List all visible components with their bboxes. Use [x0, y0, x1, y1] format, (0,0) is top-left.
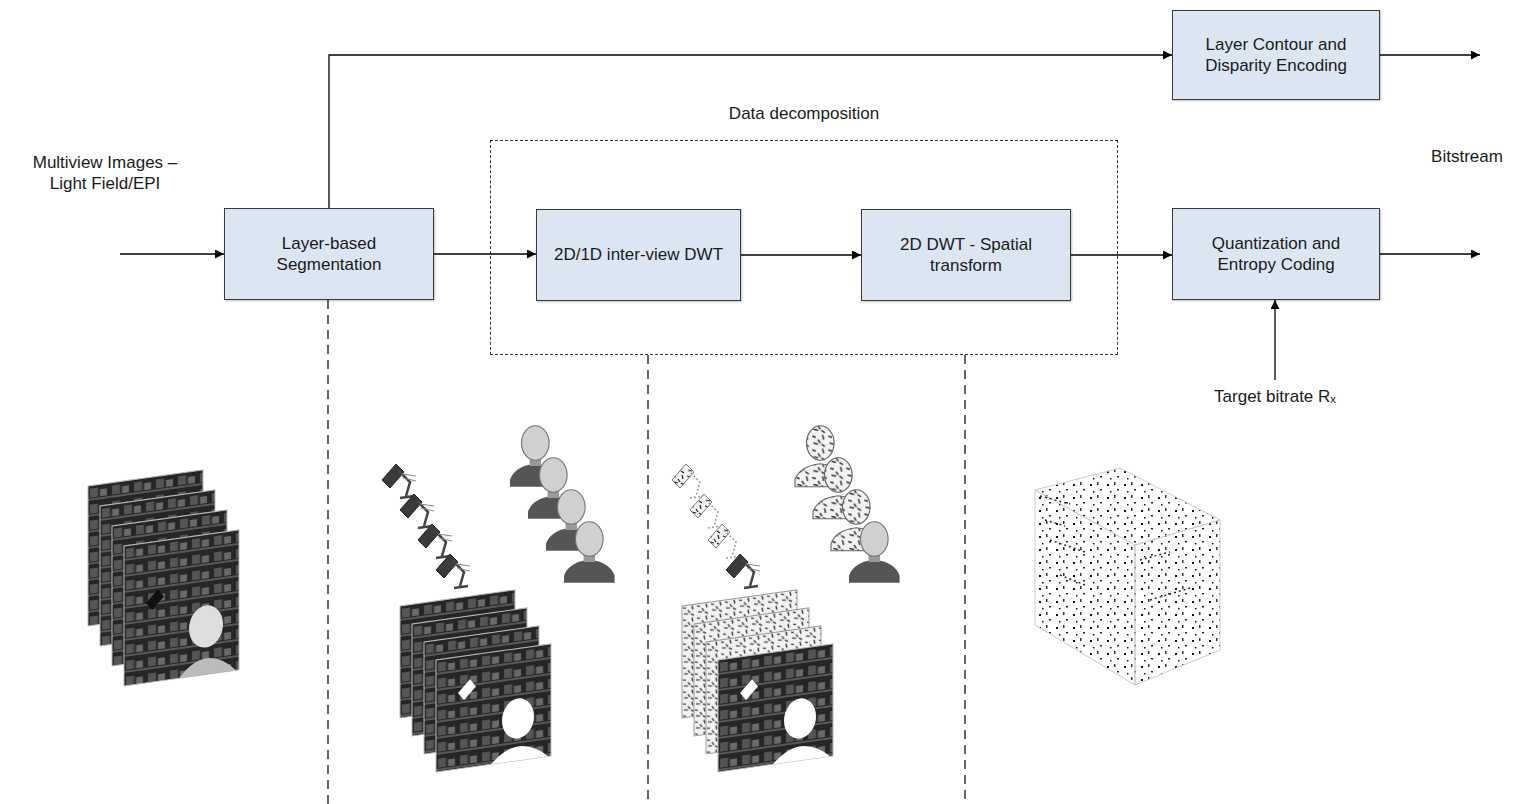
- flow-arrow: [741, 254, 861, 255]
- coefficient-cube: [1035, 468, 1220, 685]
- bitrate-arrow: [1274, 300, 1275, 380]
- divider-lines: [328, 300, 965, 804]
- group-heading: Data decomposition: [491, 103, 1117, 124]
- free-label: Target bitrate Rₓ: [1185, 386, 1365, 407]
- segmented-layers: [382, 426, 615, 772]
- stage-divider: [964, 355, 965, 804]
- free-label: Multiview Images – Light Field/EPI: [15, 152, 195, 195]
- stage-divider: [647, 355, 648, 804]
- process-box: Layer Contour and Disparity Encoding: [1172, 10, 1380, 100]
- stage-divider: [327, 300, 328, 804]
- box-label: Layer Contour and Disparity Encoding: [1183, 34, 1369, 77]
- process-box: 2D DWT - Spatial transform: [861, 209, 1071, 301]
- process-box: Quantization and Entropy Coding: [1172, 208, 1380, 300]
- process-box: 2D/1D inter-view DWT: [536, 209, 741, 301]
- box-label: 2D/1D inter-view DWT: [554, 244, 723, 265]
- input-arrow: [120, 253, 224, 254]
- box-label: Quantization and Entropy Coding: [1183, 233, 1369, 276]
- dashed-group: Data decomposition2D/1D inter-view DWT2D…: [490, 140, 1118, 355]
- flow-arrow: [1071, 254, 1172, 255]
- process-box: Layer-based Segmentation: [224, 208, 434, 300]
- free-label: Bitstream: [1412, 146, 1522, 167]
- flow-arrow: [434, 253, 536, 254]
- layout-arrows: [120, 55, 1480, 380]
- box-label: 2D DWT - Spatial transform: [872, 234, 1060, 277]
- flow-arrow: [329, 55, 1172, 208]
- input-view-stack: [88, 470, 239, 686]
- transformed-layers: [672, 426, 900, 772]
- box-label: Layer-based Segmentation: [235, 233, 423, 276]
- output-arrow: [1378, 253, 1480, 254]
- output-arrow: [1378, 54, 1480, 55]
